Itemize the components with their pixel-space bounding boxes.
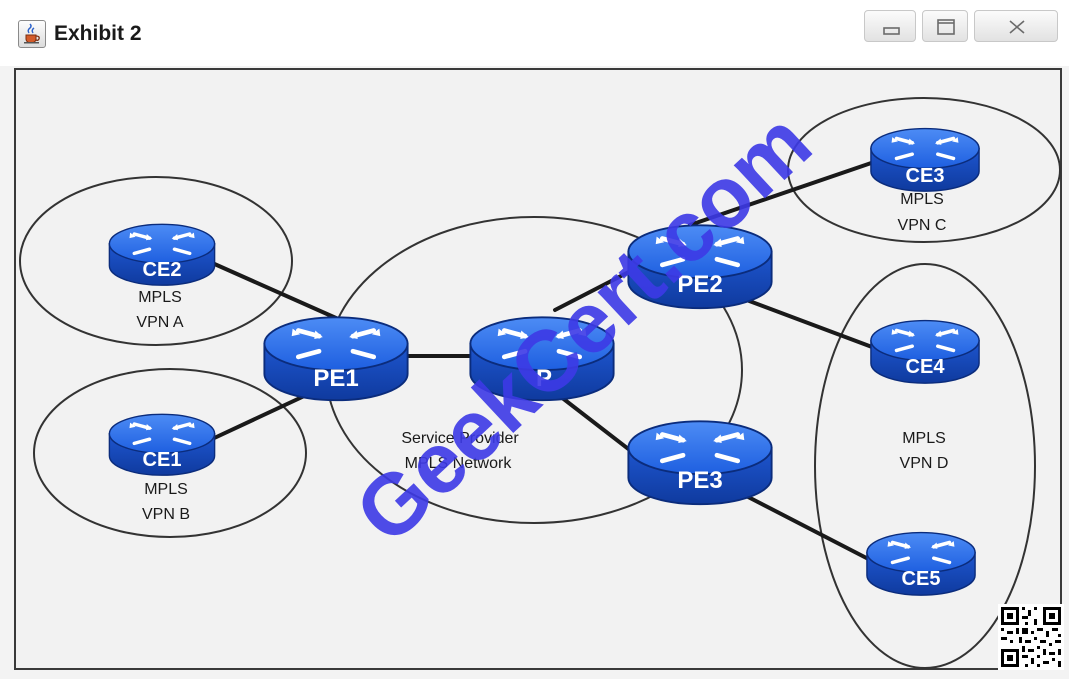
site-vpn-a [19, 176, 293, 346]
router-p-label: P [536, 365, 552, 392]
window-title: Exhibit 2 [54, 22, 142, 45]
link-ce2-pe1 [208, 260, 338, 320]
vpn-a-line1: MPLS [138, 289, 182, 306]
site-vpn-b [33, 368, 307, 538]
qr-code [998, 604, 1064, 670]
site-vpn-d [814, 263, 1036, 669]
link-pe3-ce5 [723, 483, 882, 567]
vpn-c-line1: MPLS [900, 191, 944, 208]
maximize-button[interactable] [922, 10, 968, 42]
core-label-line1: Service Provider [401, 430, 519, 447]
vpn-b-line2: VPN B [142, 506, 190, 523]
maximize-icon [937, 19, 955, 35]
router-ce4[interactable]: CE4 [869, 318, 981, 385]
router-p[interactable]: P [470, 317, 613, 400]
router-ce2[interactable]: CE2 [107, 222, 217, 287]
router-ce5[interactable]: CE5 [865, 530, 977, 597]
router-ce2-label: CE2 [143, 259, 182, 281]
vpn-d-line1: MPLS [902, 430, 946, 447]
router-pe2-label: PE2 [677, 271, 722, 298]
router-ce4-label: CE4 [906, 356, 946, 378]
router-pe2[interactable]: PE2 [628, 225, 771, 308]
router-pe3-label: PE3 [677, 467, 722, 494]
router-ce3[interactable]: CE3 [869, 126, 981, 193]
router-ce3-label: CE3 [906, 165, 945, 187]
link-pe2-ce3 [688, 158, 882, 227]
vpn-b-line1: MPLS [144, 481, 188, 498]
core-label-line2: MPLS Network [405, 455, 513, 472]
minimize-button[interactable] [864, 10, 916, 42]
router-pe1-label: PE1 [313, 365, 358, 392]
java-cup-icon [18, 20, 46, 48]
vpn-d-line2: VPN D [900, 455, 949, 472]
close-button[interactable] [974, 10, 1058, 42]
title-bar: Exhibit 2 [0, 0, 1069, 66]
router-ce1[interactable]: CE1 [107, 412, 217, 477]
router-pe3[interactable]: PE3 [628, 421, 771, 504]
router-ce1-label: CE1 [143, 449, 182, 471]
minimize-icon [883, 27, 900, 35]
close-icon [1009, 20, 1025, 34]
link-p-pe3 [550, 388, 642, 460]
vpn-c-line2: VPN C [898, 217, 947, 234]
router-ce5-label: CE5 [902, 568, 941, 590]
vpn-a-line2: VPN A [136, 314, 183, 331]
router-pe1[interactable]: PE1 [264, 317, 407, 400]
site-vpn-c [787, 97, 1061, 243]
